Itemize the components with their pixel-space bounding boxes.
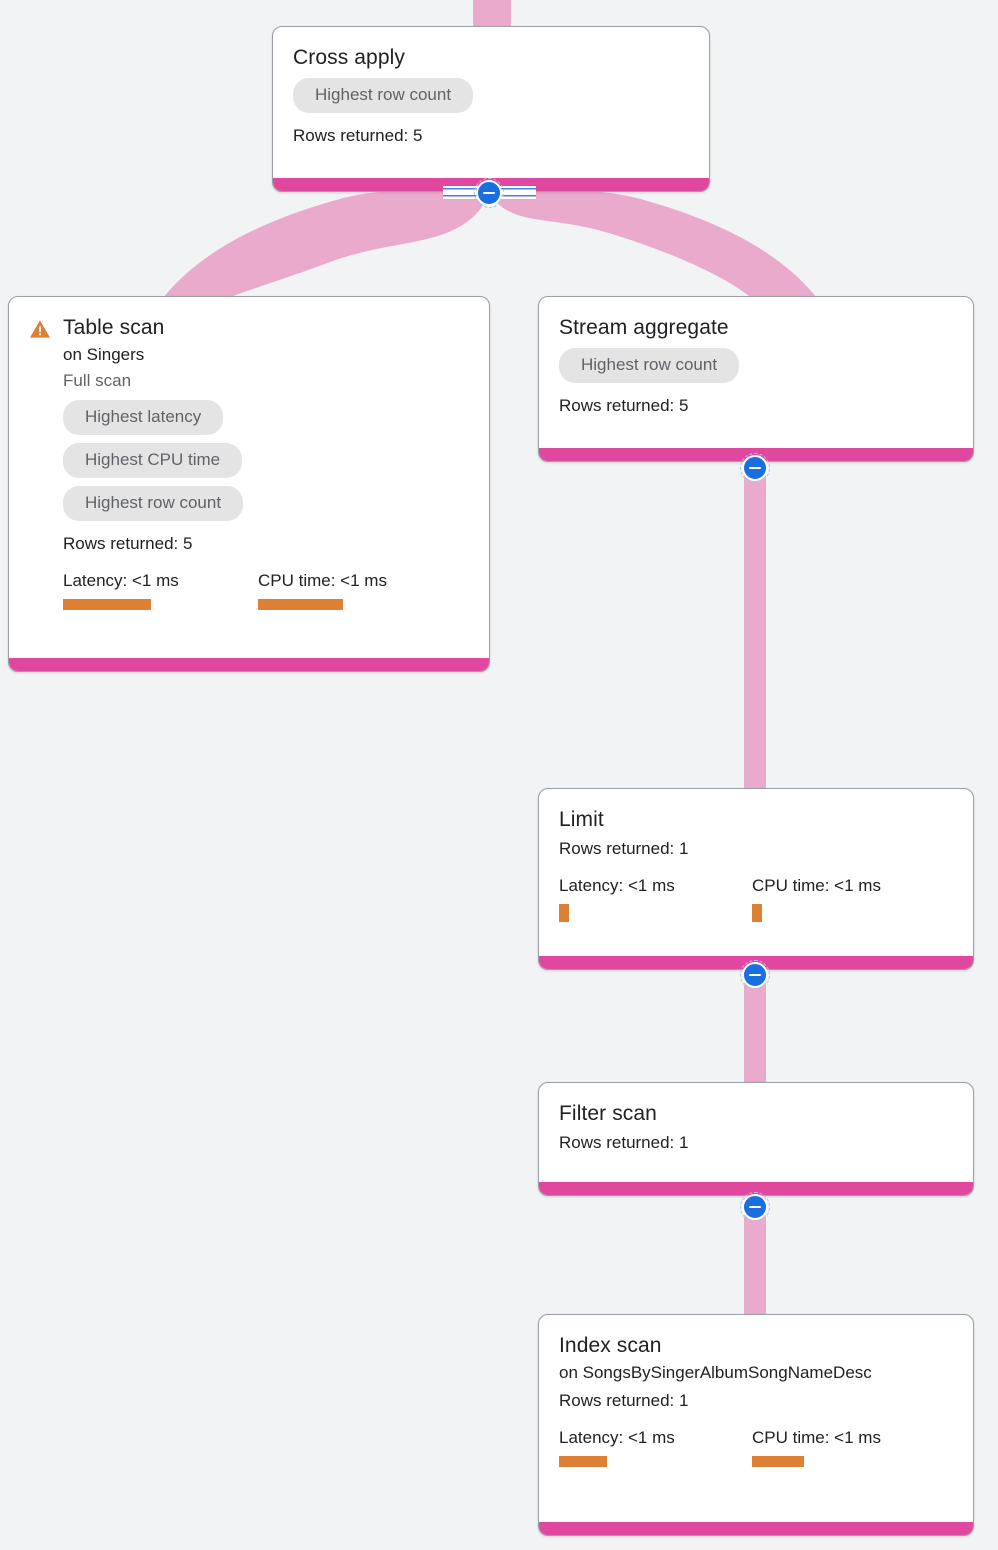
warning-triangle-icon — [29, 320, 51, 338]
edge-cross-apply-to-table-scan — [160, 196, 489, 302]
node-table-scan-rows-returned: Rows returned: 5 — [63, 534, 193, 553]
node-stream-aggregate-header: Stream aggregate — [559, 314, 953, 342]
chip-highest-cpu-time: Highest CPU time — [63, 443, 243, 478]
node-filter-scan-header: Filter scan — [559, 1100, 953, 1128]
metric-cpu-time-label: CPU time: <1 ms — [752, 876, 881, 895]
node-filter-scan[interactable]: Filter scan Rows returned: 1 — [538, 1082, 974, 1196]
chip-highest-row-count: Highest row count — [63, 486, 244, 521]
node-limit-metrics: Latency: <1 ms CPU time: <1 ms — [559, 874, 953, 922]
metric-cpu-time-label: CPU time: <1 ms — [258, 571, 387, 590]
node-limit-body: Limit Rows returned: 1 Latency: <1 ms CP… — [539, 789, 973, 938]
node-limit[interactable]: Limit Rows returned: 1 Latency: <1 ms CP… — [538, 788, 974, 970]
metric-latency: Latency: <1 ms — [559, 874, 754, 922]
node-cross-apply[interactable]: Cross apply Highest row count Rows retur… — [272, 26, 710, 192]
node-table-scan-body: Table scan on Singers Full scan Highest … — [9, 297, 489, 626]
node-stream-aggregate[interactable]: Stream aggregate Highest row count Rows … — [538, 296, 974, 462]
metric-latency: Latency: <1 ms — [559, 1426, 754, 1467]
node-accent-bar — [539, 1182, 973, 1195]
node-index-scan[interactable]: Index scan on SongsBySingerAlbumSongName… — [538, 1314, 974, 1536]
edge-stream-aggregate-to-limit — [744, 462, 766, 792]
node-subtitle: on SongsBySingerAlbumSongNameDesc — [559, 1363, 872, 1382]
node-accent-bar — [539, 1522, 973, 1535]
node-index-scan-header: Index scan — [559, 1332, 953, 1360]
metric-cpu-time: CPU time: <1 ms — [752, 874, 947, 922]
metric-latency-label: Latency: <1 ms — [559, 876, 675, 895]
node-stream-aggregate-rows-returned: Rows returned: 5 — [559, 396, 689, 415]
node-table-scan[interactable]: Table scan on Singers Full scan Highest … — [8, 296, 490, 672]
node-table-scan-metrics: Latency: <1 ms CPU time: <1 ms — [63, 569, 453, 610]
node-table-scan-chips: Highest latency Highest CPU time Highest… — [63, 400, 453, 529]
node-title: Table scan — [63, 316, 165, 339]
metric-latency-label: Latency: <1 ms — [559, 1428, 675, 1447]
chip-highest-row-count: Highest row count — [293, 78, 474, 113]
node-cross-apply-chips: Highest row count — [293, 78, 689, 121]
metric-latency: Latency: <1 ms — [63, 569, 258, 610]
node-title: Stream aggregate — [559, 316, 729, 339]
node-index-scan-body: Index scan on SongsBySingerAlbumSongName… — [539, 1315, 973, 1483]
node-table-scan-text: Table scan on Singers Full scan Highest … — [63, 314, 453, 610]
node-title: Cross apply — [293, 46, 405, 69]
metric-latency-bar — [63, 599, 151, 610]
metric-latency-bar — [559, 904, 569, 922]
edge-cross-apply-to-table-scan-fill — [160, 190, 489, 302]
collapse-toggle-stream-aggregate[interactable] — [740, 453, 770, 483]
node-filter-scan-rows-returned: Rows returned: 1 — [559, 1133, 689, 1152]
node-subtitle: on Singers — [63, 345, 145, 364]
metric-cpu-time-bar — [752, 904, 762, 922]
node-limit-rows-returned: Rows returned: 1 — [559, 839, 689, 858]
node-title: Index scan — [559, 1334, 662, 1357]
metric-cpu-time-label: CPU time: <1 ms — [752, 1428, 881, 1447]
node-stream-aggregate-chips: Highest row count — [559, 348, 953, 391]
node-limit-header: Limit — [559, 806, 953, 834]
chip-highest-latency: Highest latency — [63, 400, 224, 435]
node-index-scan-metrics: Latency: <1 ms CPU time: <1 ms — [559, 1426, 953, 1467]
node-cross-apply-header: Cross apply — [293, 44, 689, 72]
metric-latency-label: Latency: <1 ms — [63, 571, 179, 590]
collapse-toggle-cross-apply[interactable] — [474, 178, 504, 208]
node-title: Filter scan — [559, 1102, 657, 1125]
chip-highest-row-count: Highest row count — [559, 348, 740, 383]
node-stream-aggregate-body: Stream aggregate Highest row count Rows … — [539, 297, 973, 435]
collapse-toggle-limit[interactable] — [740, 960, 770, 990]
metric-cpu-time: CPU time: <1 ms — [752, 1426, 947, 1467]
metric-latency-bar — [559, 1456, 607, 1467]
metric-cpu-time-bar — [258, 599, 343, 610]
node-cross-apply-body: Cross apply Highest row count Rows retur… — [273, 27, 709, 165]
metric-cpu-time-bar — [752, 1456, 804, 1467]
node-accent-bar — [9, 658, 489, 671]
node-title: Limit — [559, 808, 604, 831]
metric-cpu-time: CPU time: <1 ms — [258, 569, 453, 610]
edge-cross-apply-to-stream-aggregate — [489, 190, 820, 302]
node-cross-apply-rows-returned: Rows returned: 5 — [293, 126, 423, 145]
node-scan-type: Full scan — [63, 371, 132, 390]
node-table-scan-header: Table scan on Singers Full scan Highest … — [29, 314, 469, 610]
collapse-toggle-filter-scan[interactable] — [740, 1192, 770, 1222]
node-filter-scan-body: Filter scan Rows returned: 1 — [539, 1083, 973, 1172]
node-index-scan-rows-returned: Rows returned: 1 — [559, 1391, 689, 1410]
